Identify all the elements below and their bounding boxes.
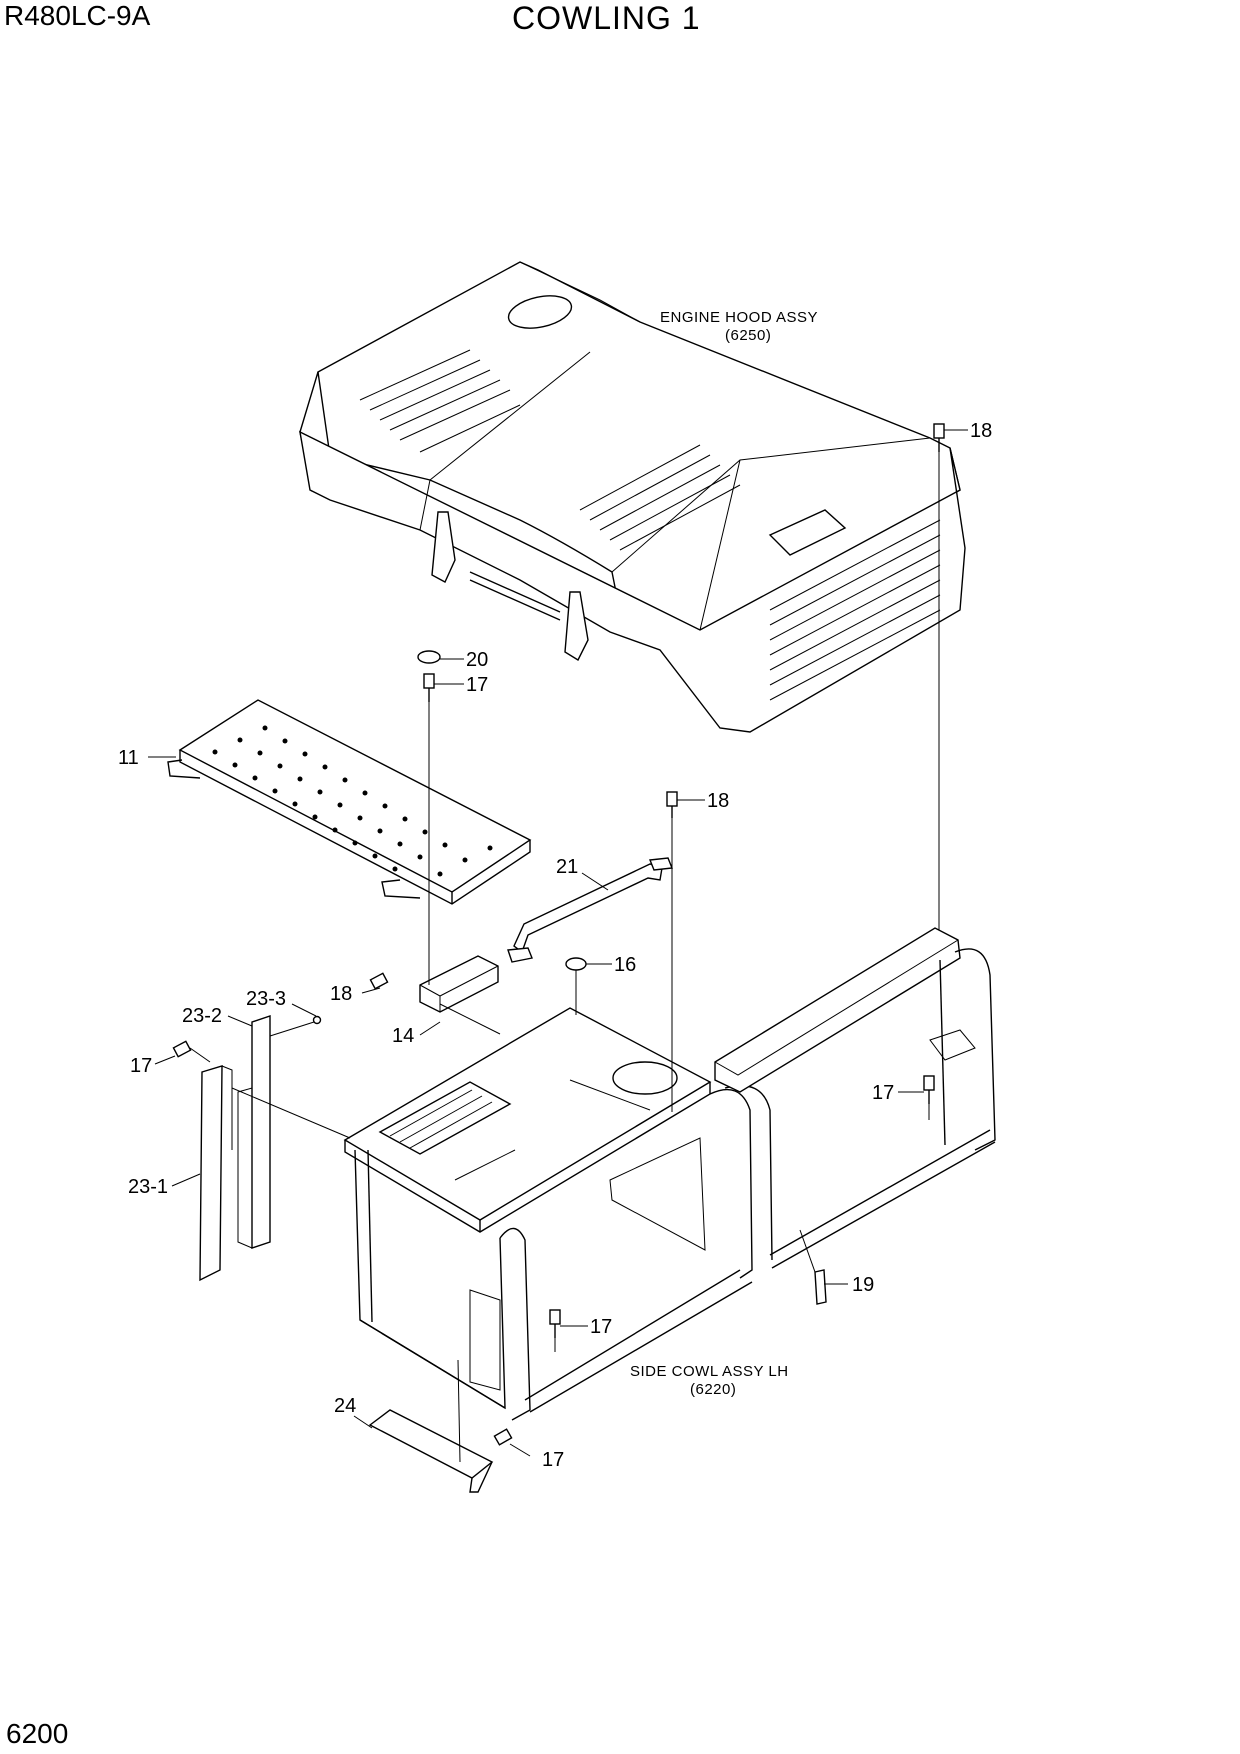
plate-part-24 <box>368 1409 494 1493</box>
bolt-part-17d <box>549 1309 561 1338</box>
callout-24: 24 <box>334 1395 356 1417</box>
callout-18-hood-bolt: 18 <box>970 420 992 442</box>
callout-17-cover-bolt: 17 <box>130 1055 152 1077</box>
side-cowl-assembly <box>343 927 996 1421</box>
callout-18-deck-bolt: 18 <box>707 790 729 812</box>
cover-part-23-1 <box>199 1065 233 1282</box>
step-plate-part-11 <box>167 699 532 905</box>
cap-part-16 <box>565 957 587 971</box>
callout-leaders <box>148 429 968 1457</box>
pin-part-23-3 <box>312 1015 322 1025</box>
engine-hood-code: (6250) <box>725 327 771 344</box>
bolt-part-17b <box>172 1040 192 1058</box>
engine-hood-label: ENGINE HOOD ASSY <box>660 309 818 326</box>
callout-11: 11 <box>118 747 139 769</box>
cover-part-23-2 <box>237 1015 271 1249</box>
callout-23-1: 23-1 <box>128 1176 168 1198</box>
plate-part-19 <box>814 1269 827 1305</box>
callout-19: 19 <box>852 1274 874 1296</box>
page-title: COWLING 1 <box>512 0 701 36</box>
engine-hood-assembly <box>299 261 966 733</box>
callout-16: 16 <box>614 954 636 976</box>
page-number: 6200 <box>6 1718 69 1749</box>
callout-23-2: 23-2 <box>182 1005 222 1027</box>
callout-23-3: 23-3 <box>246 988 286 1010</box>
side-cowl-label: SIDE COWL ASSY LH <box>630 1363 789 1380</box>
bolt-part-17c <box>923 1075 935 1104</box>
handrail-part-21 <box>507 857 673 963</box>
bracket-part-14 <box>419 955 499 1013</box>
callout-14: 14 <box>392 1025 414 1047</box>
callout-18-bracket-bolt: 18 <box>330 983 352 1005</box>
bolt-part-18c <box>369 972 389 990</box>
assembly-center-lines <box>189 452 940 1463</box>
cap-part-20 <box>417 650 441 664</box>
callout-20: 20 <box>466 649 488 671</box>
callout-17-plate-bolt: 17 <box>466 674 488 696</box>
callout-17-frame-bolt: 17 <box>872 1082 894 1104</box>
bolt-part-18a <box>933 423 945 452</box>
callout-17-plate24-bolt: 17 <box>542 1449 564 1471</box>
bolt-part-18b <box>666 791 678 818</box>
bolt-part-17a <box>423 673 435 702</box>
bolt-part-17e <box>493 1428 513 1446</box>
side-cowl-code: (6220) <box>690 1381 736 1398</box>
model-number: R480LC-9A <box>4 0 151 31</box>
callout-17-side-bolt: 17 <box>590 1316 612 1338</box>
callout-21: 21 <box>556 856 578 878</box>
